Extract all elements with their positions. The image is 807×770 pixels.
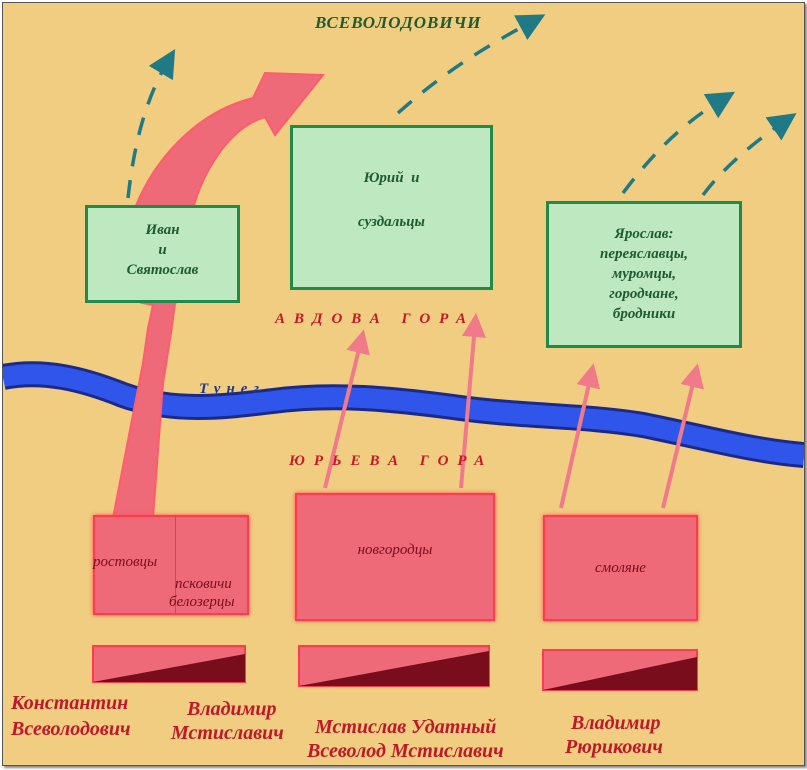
rostov-divider <box>175 517 176 613</box>
place-avdova-gora: АВДОВА ГОРА <box>275 311 476 327</box>
attack-arrow-smolensk-1 <box>559 363 601 509</box>
attack-arrow-novgorod-2 <box>459 313 486 489</box>
breakthrough-arrow <box>133 71 326 209</box>
enemy-box-yuri: Юрий и суздальцы <box>290 125 493 290</box>
river-label-tuneg: Тунег <box>199 381 265 397</box>
commander-konstantin-line1: Константин <box>11 692 129 714</box>
allied-rostov-right2: белозерцы <box>169 594 235 610</box>
enemy-ivan-line2: и <box>158 242 167 258</box>
river-tuneg-fill <box>3 364 804 465</box>
enemy-yaroslav-line2: переяславцы, <box>600 246 688 262</box>
allied-smolensk-label: смоляне <box>595 560 646 576</box>
retreat-arrow-ivan <box>126 48 176 199</box>
commander-konstantin-line2: Всеволодович <box>11 718 131 740</box>
enemy-yaroslav-line5: бродники <box>612 306 676 322</box>
enemy-box-ivan: Иван и Святослав <box>85 205 240 303</box>
badge-novgorod <box>298 645 490 687</box>
commander-vladimir-m-line2: Мстиславич <box>171 722 284 744</box>
main-attack-arrow <box>111 71 326 519</box>
enemy-ivan-line1: Иван <box>145 222 180 238</box>
retreat-arrows <box>126 14 797 199</box>
place-yurieva-gora: ЮРЬЕВА ГОРА <box>289 453 494 469</box>
commander-badges <box>92 645 698 691</box>
enemy-yaroslav-line3: муромцы, <box>612 266 676 282</box>
enemy-yuri-line1: Юрий и <box>363 170 420 186</box>
map-graphics <box>3 14 804 691</box>
commander-mstislav-line2: Всеволод Мстиславич <box>307 740 504 762</box>
attack-arrow-novgorod-1 <box>323 329 370 489</box>
badge-rostov <box>92 645 246 683</box>
enemy-ivan-line3: Святослав <box>126 262 199 278</box>
commander-mstislav-line1: Мстислав Удатный <box>315 716 497 738</box>
title-vsevolodovichi: ВСЕВОЛОДОВИЧИ <box>315 13 482 32</box>
enemy-yuri-line2: суздальцы <box>358 214 425 230</box>
commander-vladimir-m-line1: Владимир <box>187 698 277 720</box>
attack-arrows <box>323 313 704 509</box>
enemy-yaroslav-line1: Ярослав: <box>614 226 674 242</box>
retreat-arrow-yaroslav-2 <box>701 113 797 197</box>
enemy-yaroslav-line4: городчане, <box>609 286 679 302</box>
attack-arrow-smolensk-2 <box>661 363 704 509</box>
enemy-box-yaroslav: Ярослав: переяславцы, муромцы, городчане… <box>546 201 742 348</box>
allied-novgorod-label: новгородцы <box>357 542 433 558</box>
badge-smolensk <box>542 649 698 691</box>
retreat-arrow-yaroslav-1 <box>621 91 736 195</box>
allied-box-novgorod: новгородцы <box>295 493 495 621</box>
retreat-arrow-yuri <box>396 14 546 115</box>
allied-rostov-left: ростовцы <box>93 554 158 570</box>
allied-rostov-right1: псковичи <box>175 576 232 592</box>
allied-box-smolensk: смоляне <box>543 515 698 621</box>
allied-box-rostov: ростовцы псковичи белозерцы <box>93 515 249 615</box>
commander-vladimir-r-line2: Рюрикович <box>565 736 663 758</box>
commander-vladimir-r-line1: Владимир <box>571 712 661 734</box>
